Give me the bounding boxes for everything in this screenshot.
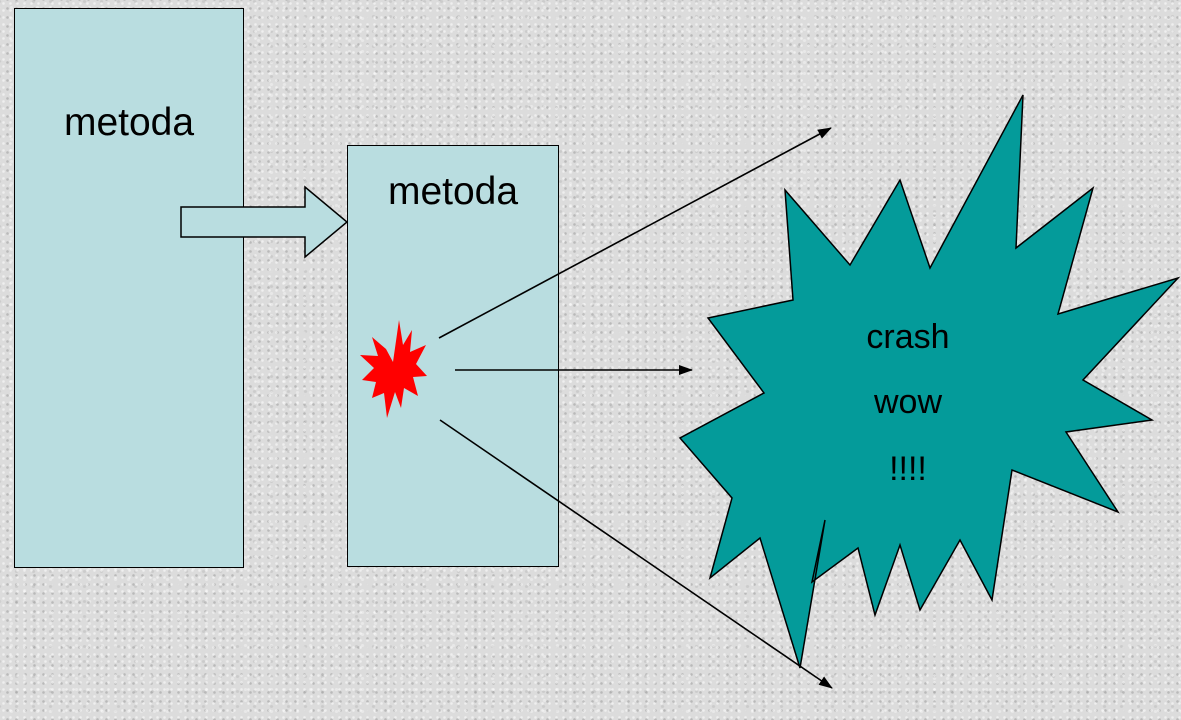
inner-method-box: metoda (347, 145, 559, 567)
call-arrow (180, 185, 349, 259)
crash-burst-shape (678, 94, 1181, 669)
crash-text-line-3: !!!! (889, 450, 927, 488)
inner-method-label: metoda (387, 170, 519, 213)
crash-text-line-2: wow (873, 383, 943, 421)
explosion-icon (360, 320, 427, 418)
crash-text-line-1: crash (866, 318, 950, 356)
outer-method-label: metoda (63, 101, 195, 144)
outer-method-box: metoda (14, 8, 244, 568)
arrow-up-right (438, 127, 832, 339)
arrow-down-right (439, 419, 833, 689)
